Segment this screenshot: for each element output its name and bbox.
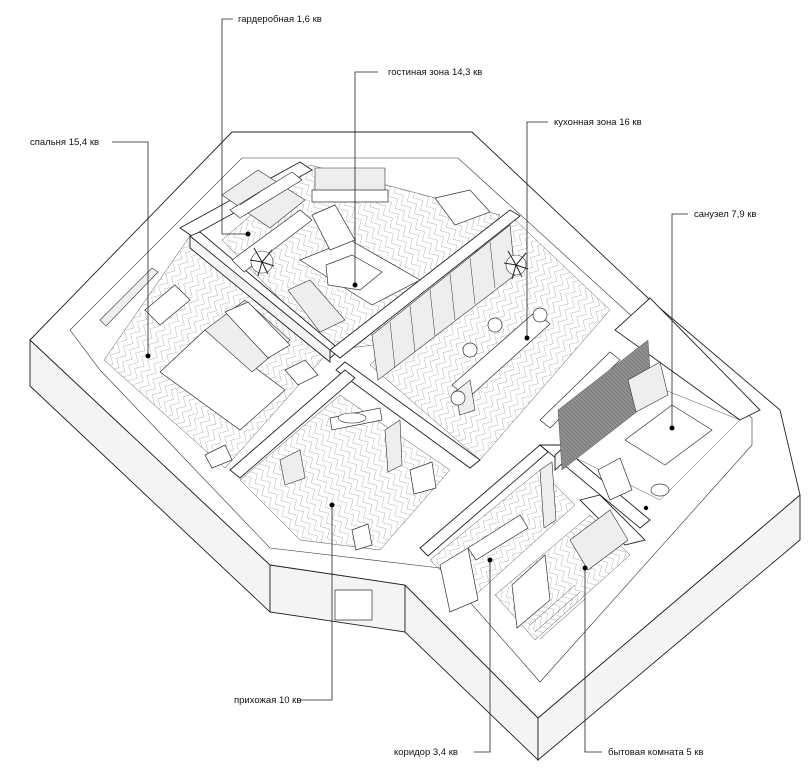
hall-furniture xyxy=(279,407,437,551)
wardrobe-room xyxy=(221,169,306,229)
leader-corridor xyxy=(474,560,491,753)
living-furniture xyxy=(231,167,491,333)
label-hall: прихожая 10 кв xyxy=(234,695,301,706)
marker-hall xyxy=(329,502,335,508)
label-bedroom: спальня 15,4 кв xyxy=(30,137,99,148)
marker-bathroom-fixture xyxy=(643,505,649,511)
annotations xyxy=(112,18,688,753)
leader-living xyxy=(354,71,378,285)
marker-bedroom xyxy=(145,353,151,359)
leader-hall xyxy=(300,505,333,701)
label-living: гостиная зона 14,3 кв xyxy=(388,67,482,78)
marker-living xyxy=(352,282,358,288)
leader-bathroom xyxy=(671,213,688,428)
marker-corridor xyxy=(487,557,493,563)
label-utility: бытовая комната 5 кв xyxy=(608,747,704,758)
label-wardrobe: гардеробная 1,6 кв xyxy=(238,14,322,25)
label-kitchen: кухонная зона 16 кв xyxy=(554,117,642,128)
bathroom-fixtures xyxy=(557,339,713,501)
bedroom-furniture xyxy=(99,267,319,469)
marker-bathroom xyxy=(669,425,675,431)
leader-kitchen xyxy=(526,121,548,338)
labels: гардеробная 1,6 кв гостиная зона 14,3 кв… xyxy=(30,14,756,758)
leader-utility xyxy=(584,568,602,753)
marker-wardrobe xyxy=(245,231,251,237)
marker-kitchen xyxy=(524,335,530,341)
label-bathroom: санузел 7,9 кв xyxy=(694,209,756,220)
corridor-utility-fixtures xyxy=(334,461,629,640)
marker-utility xyxy=(582,565,588,571)
leader-wardrobe xyxy=(221,18,248,235)
label-corridor: коридор 3,4 кв xyxy=(394,747,458,758)
leader-bedroom xyxy=(112,141,149,356)
